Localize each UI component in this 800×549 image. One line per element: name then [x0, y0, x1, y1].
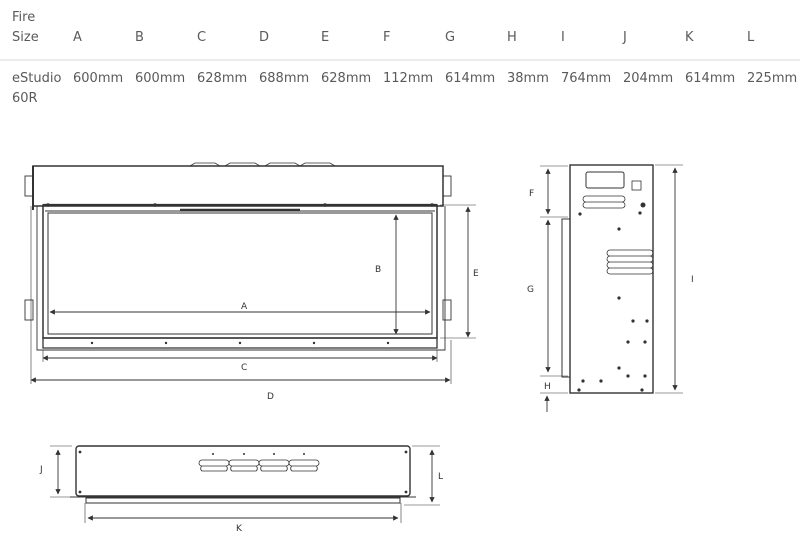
header-size-label: Size	[12, 30, 39, 45]
model-name-cell: eStudio 60R	[0, 60, 73, 109]
label-h: H	[544, 382, 551, 392]
front-view	[24, 162, 476, 384]
value-d: 688mm	[259, 71, 310, 86]
header-col-k: K	[685, 30, 694, 45]
value-i: 764mm	[561, 71, 612, 86]
label-e: E	[473, 269, 479, 279]
header-fire-size: Fire Size	[0, 0, 73, 49]
label-f: F	[529, 189, 534, 199]
label-k: K	[236, 524, 243, 534]
header-col-b: B	[135, 30, 144, 45]
header-col-l: L	[747, 30, 755, 45]
header-col-a: A	[73, 30, 82, 45]
header-col-c: C	[197, 30, 207, 45]
technical-drawing: A B C D E F G H I J K L	[24, 162, 694, 534]
model-name-line1: eStudio	[12, 71, 62, 86]
value-k: 614mm	[685, 71, 736, 86]
header-col-j: J	[623, 30, 627, 45]
header-col-g: G	[445, 30, 456, 45]
value-f: 112mm	[383, 71, 434, 86]
value-b: 600mm	[135, 71, 186, 86]
label-l: L	[438, 472, 443, 482]
value-a: 600mm	[73, 71, 124, 86]
value-g: 614mm	[445, 71, 496, 86]
side-view	[540, 164, 683, 412]
value-h: 38mm	[507, 71, 549, 86]
dimensions-table: Fire Size A B C D E F G H I J K L eStudi…	[0, 0, 800, 109]
table-header-row: Fire Size A B C D E F G H I J K L	[0, 0, 800, 49]
value-e: 628mm	[321, 71, 372, 86]
header-col-h: H	[507, 30, 517, 45]
table-divider	[0, 49, 800, 61]
header-col-d: D	[259, 30, 270, 45]
label-d: D	[267, 392, 274, 402]
model-name-line2: 60R	[12, 91, 38, 106]
label-g: G	[527, 285, 534, 295]
label-b: B	[375, 265, 381, 275]
header-col-e: E	[321, 30, 330, 45]
header-col-f: F	[383, 30, 391, 45]
label-c: C	[241, 363, 247, 373]
value-j: 204mm	[623, 71, 674, 86]
header-col-i: I	[561, 30, 565, 45]
value-l: 225mm	[747, 71, 798, 86]
label-a: A	[241, 302, 248, 312]
value-c: 628mm	[197, 71, 248, 86]
label-i: I	[691, 275, 694, 285]
header-fire-label: Fire	[12, 10, 36, 25]
top-view	[50, 445, 440, 523]
table-row: eStudio 60R 600mm 600mm 628mm 688mm 628m…	[0, 60, 800, 109]
label-j: J	[39, 465, 43, 475]
